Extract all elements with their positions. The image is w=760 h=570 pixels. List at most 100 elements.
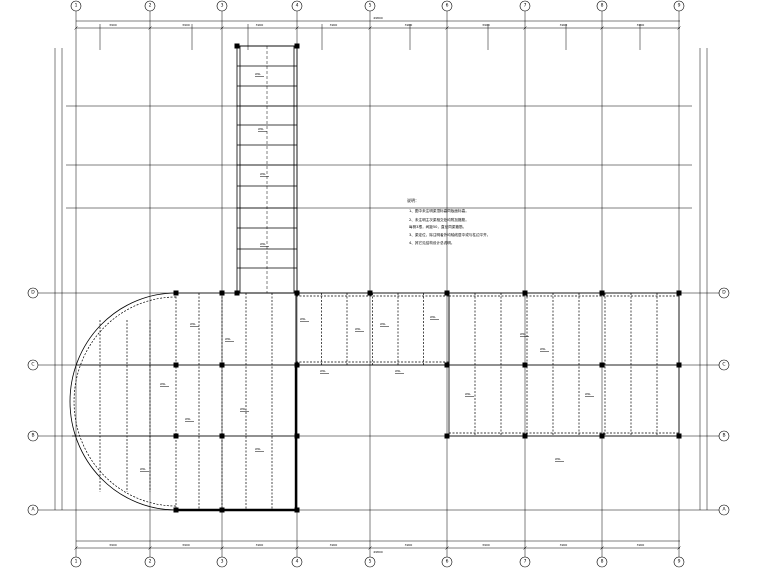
dimension-value: 3900 <box>637 543 645 547</box>
grid-axis-lines <box>75 8 680 560</box>
dimension-value: 3900 <box>256 23 264 27</box>
column <box>234 290 240 296</box>
column-axis-label: 3 <box>221 3 224 9</box>
column-axis-label: 3 <box>221 559 224 565</box>
left-dimension-chain <box>54 48 63 510</box>
column-axis-bubble <box>291 0 303 12</box>
beam-label: WKL <box>185 417 191 421</box>
column-axis-label: 6 <box>446 3 449 9</box>
column <box>173 290 179 296</box>
notes-title: 说明： <box>407 197 419 203</box>
dimension-value: 3900 <box>330 543 338 547</box>
column-axis-label: 7 <box>524 3 527 9</box>
dimension-value: 3900 <box>482 23 490 27</box>
row-axis-label: B <box>722 433 725 439</box>
column <box>599 290 605 296</box>
column <box>676 290 682 296</box>
column-axis-bubble <box>144 0 156 12</box>
column <box>234 43 240 49</box>
column <box>444 433 450 439</box>
column <box>219 362 225 368</box>
dimension-value: 3900 <box>109 23 117 27</box>
column-axis-bubble <box>216 0 228 12</box>
row-axis-bubble <box>718 430 730 442</box>
column <box>522 362 528 368</box>
row-axis-bubble <box>27 504 39 516</box>
beam-label: WKL <box>255 72 261 76</box>
beam-label: WKL <box>190 322 196 326</box>
column-axis-label: 6 <box>446 559 449 565</box>
column <box>294 43 300 49</box>
column <box>219 433 225 439</box>
beam-label: WKL <box>225 337 231 341</box>
beam-label: WKL <box>555 457 561 461</box>
column <box>294 362 300 368</box>
column <box>173 362 179 368</box>
note-line-5: 4、其它见结构设计总说明。 <box>409 240 454 245</box>
beam-label: WKL <box>320 369 326 373</box>
column-axis-bubble <box>673 0 685 12</box>
row-axis-label: C <box>722 362 725 368</box>
column-axis-bubble <box>519 556 531 568</box>
dimension-value: 3900 <box>182 23 190 27</box>
column-axis-label: 5 <box>369 3 372 9</box>
tower-structure <box>236 45 298 294</box>
column <box>219 290 225 296</box>
column <box>294 507 300 513</box>
row-axis-lines <box>38 292 722 511</box>
beam-label: WKL <box>465 392 471 396</box>
note-line-2: 2、未注明主次梁相交处均附加箍筋。 <box>409 217 469 222</box>
column-axis-label: 1 <box>75 559 78 565</box>
column-axis-bubble <box>673 556 685 568</box>
thick-wall-boundary <box>176 365 298 512</box>
column-axis-label: 5 <box>369 559 372 565</box>
note-line-4: 3、梁定位，除注明者外均轴线居中或与柱边平齐。 <box>409 232 490 237</box>
column-axis-label: 2 <box>149 559 152 565</box>
beam-label: WKL <box>395 369 401 373</box>
row-axis-bubbles-right: A B C D <box>718 287 730 516</box>
beam-label: WKL <box>380 322 386 326</box>
top-total-dimension: 49800 <box>373 16 383 20</box>
row-axis-label: A <box>31 507 35 513</box>
upper-horizontal-lines <box>66 105 692 209</box>
row-axis-label: D <box>31 290 35 296</box>
right-dimension-chain <box>699 48 708 510</box>
beam-label: WKL <box>260 172 266 176</box>
center-wing-structure <box>295 292 450 366</box>
column <box>676 362 682 368</box>
column-axis-bubble <box>70 0 82 12</box>
column <box>219 507 225 513</box>
row-axis-label: A <box>722 507 726 513</box>
dimension-value: 3900 <box>256 543 264 547</box>
column-axis-label: 9 <box>678 559 681 565</box>
column <box>599 362 605 368</box>
row-axis-label: B <box>31 433 34 439</box>
beam-label: WKL <box>520 332 526 336</box>
row-axis-bubble <box>27 287 39 299</box>
column-axis-bubble <box>441 556 453 568</box>
column-axis-label: 4 <box>296 3 299 9</box>
column-axis-label: 2 <box>149 3 152 9</box>
column-axis-bubble <box>291 556 303 568</box>
column-axis-bubble <box>441 0 453 12</box>
column <box>173 433 179 439</box>
column-axis-bubble <box>70 556 82 568</box>
beam-label: WKL <box>430 315 436 319</box>
column-axis-label: 7 <box>524 559 527 565</box>
column-axis-label: 8 <box>601 559 604 565</box>
column <box>676 433 682 439</box>
beam-label: WKL <box>240 407 246 411</box>
row-axis-label: D <box>722 290 726 296</box>
column-axis-label: 4 <box>296 559 299 565</box>
column-axis-bubbles-bottom: 1 2 3 4 5 6 7 8 9 <box>70 556 685 568</box>
row-axis-bubble <box>718 504 730 516</box>
beam-label: WKL <box>160 382 166 386</box>
row-axis-bubble <box>718 287 730 299</box>
column-axis-bubble <box>364 556 376 568</box>
dimension-value: 3900 <box>560 23 568 27</box>
